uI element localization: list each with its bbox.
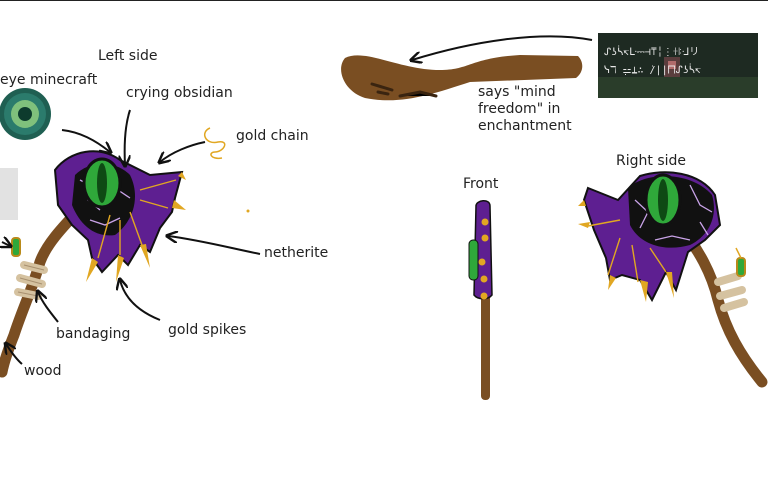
enchantment-line-1: ᔑʖᓵ↸ᒷ⎓⊣⍑╎⋮ꖌꖎᒲリ: [604, 46, 699, 58]
label-netherite: netherite: [264, 245, 329, 261]
right-green-gem: [736, 257, 746, 277]
label-enchantment-note: says "mind freedom" in enchantment: [478, 84, 572, 134]
enchantment-screenshot: ᔑʖᓵ↸ᒷ⎓⊣⍑╎⋮ꖌꖎᒲリ ᓭℸ ̣⚍⍊∴ ̇/||⨅ᔑʖᓵ↸: [598, 33, 758, 98]
enchantment-line-2: ᓭℸ ̣⚍⍊∴ ̇/||⨅ᔑʖᓵ↸: [604, 64, 701, 76]
left-bandage: [14, 261, 48, 300]
front-staff: [468, 200, 493, 400]
right-bandage: [714, 272, 748, 312]
top-border: [0, 0, 768, 1]
left-gold-spikes: [86, 172, 186, 282]
label-bandaging: bandaging: [56, 326, 131, 342]
annotation-arrows: [2, 35, 593, 365]
top-wood-piece: [341, 55, 583, 101]
label-front: Front: [463, 176, 499, 192]
right-staff: [578, 171, 768, 388]
label-eye-minecraft: eye minecraft: [0, 72, 98, 88]
label-right-side: Right side: [616, 153, 686, 169]
enchantment-scene: ᔑʖᓵ↸ᒷ⎓⊣⍑╎⋮ꖌꖎᒲリ ᓭℸ ̣⚍⍊∴ ̇/||⨅ᔑʖᓵ↸: [598, 33, 758, 98]
label-crying-obsidian: crying obsidian: [126, 85, 233, 101]
gold-chain-squiggle: [203, 127, 226, 160]
label-wood: wood: [24, 363, 62, 379]
ender-eye-icon: [0, 88, 51, 140]
label-left-side: Left side: [98, 48, 158, 64]
label-gold-chain: gold chain: [236, 128, 309, 144]
label-gold-spikes: gold spikes: [168, 322, 247, 338]
left-green-gem: [11, 237, 21, 257]
cropped-image-fragment: [0, 168, 18, 220]
